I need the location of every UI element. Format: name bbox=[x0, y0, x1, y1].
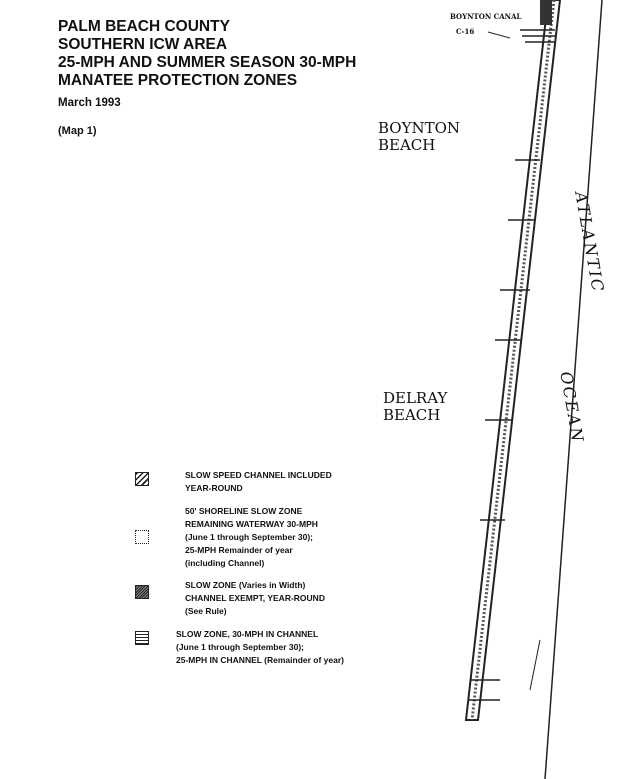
map-number: (Map 1) bbox=[58, 125, 97, 137]
legend-item: SLOW ZONE, 30-MPH IN CHANNEL(June 1 thro… bbox=[176, 629, 344, 665]
title-line: MANATEE PROTECTION ZONES bbox=[58, 72, 298, 89]
legend-swatch-slow-speed-channel bbox=[135, 472, 149, 486]
canal-code: C-16 bbox=[456, 27, 475, 36]
title-line: SOUTHERN ICW AREA bbox=[58, 36, 228, 53]
canal-ticks bbox=[468, 29, 556, 701]
map-date: March 1993 bbox=[58, 97, 121, 109]
canal-hatch bbox=[540, 0, 552, 25]
legend-swatch-slow-zone-exempt bbox=[135, 585, 149, 599]
north-arrow bbox=[529, 639, 541, 691]
map-title: PALM BEACH COUNTY SOUTHERN ICW AREA 25-M… bbox=[58, 18, 356, 90]
canal-label: BOYNTON CANAL bbox=[450, 12, 522, 21]
shoreline-zone bbox=[470, 0, 556, 721]
legend-swatch-slow-zone-30mph bbox=[135, 631, 149, 645]
title-line: PALM BEACH COUNTY bbox=[58, 18, 230, 35]
legend-swatch-shoreline-zone bbox=[135, 530, 149, 544]
coastline bbox=[544, 0, 603, 779]
intracoastal-waterway bbox=[464, 0, 562, 721]
title-line: 25-MPH AND SUMMER SEASON 30-MPH bbox=[58, 54, 357, 71]
legend-item: SLOW ZONE (Varies in Width)CHANNEL EXEMP… bbox=[185, 580, 325, 616]
canal-pointer-arrow bbox=[487, 31, 511, 39]
